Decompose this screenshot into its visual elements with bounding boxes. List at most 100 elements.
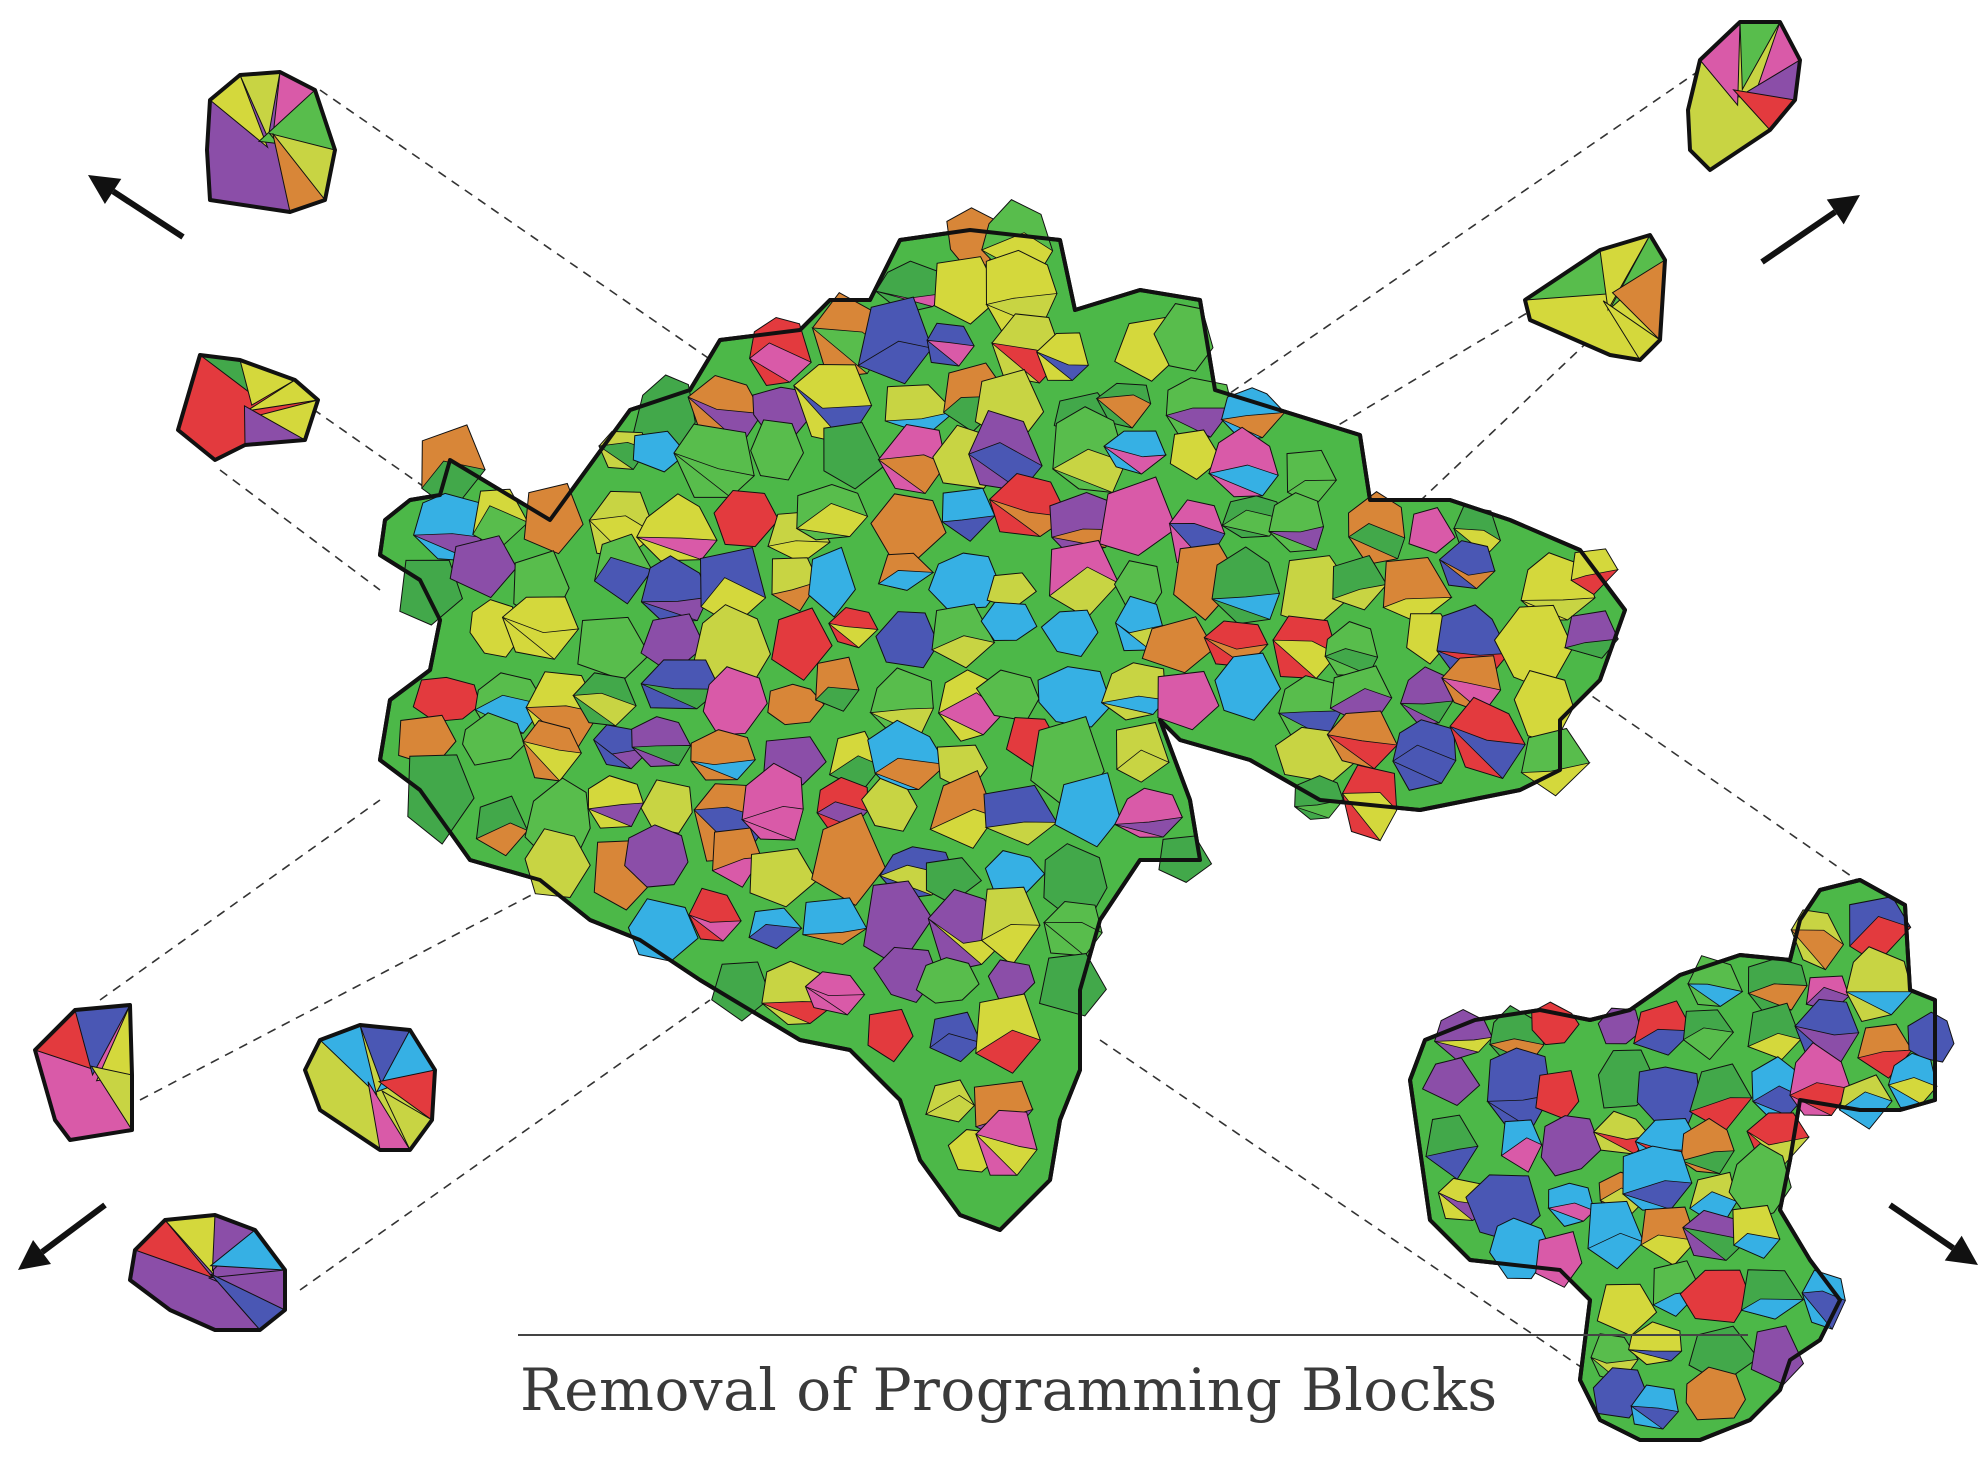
cell-facet — [1103, 445, 1168, 475]
cell-facet — [1331, 583, 1388, 611]
fragment-border — [176, 353, 320, 462]
fragment-border — [33, 1003, 134, 1142]
cell-facet — [766, 540, 832, 564]
cell-facet — [770, 580, 820, 612]
cell-facet — [748, 924, 803, 949]
cell-facet — [1095, 394, 1152, 429]
cluster-cell — [1157, 670, 1220, 731]
cell-facet — [1165, 407, 1234, 438]
cell-facet — [857, 340, 933, 385]
cell-facet — [1747, 983, 1808, 1011]
cell-facet — [640, 683, 722, 710]
cluster-cell — [808, 546, 856, 618]
cell-facet — [711, 856, 762, 888]
cell-facet — [795, 503, 869, 537]
cell-facet — [1520, 762, 1591, 797]
cell-facet — [1449, 725, 1526, 780]
cell-facet — [1114, 816, 1184, 838]
cell-facet — [980, 924, 1041, 966]
cell-facet — [1747, 1032, 1802, 1060]
cluster-cell — [711, 961, 772, 1022]
cluster-cell — [640, 779, 693, 834]
caption-title: Removal of Programming Blocks — [520, 1356, 1498, 1424]
cell-facet — [1547, 1202, 1595, 1222]
fragment-top-left-2 — [176, 353, 320, 462]
cell-facet — [593, 556, 653, 605]
cluster-cell — [449, 535, 518, 599]
cluster-cell — [412, 676, 481, 723]
cluster-cell — [928, 552, 1002, 610]
cell-facet — [1632, 1028, 1694, 1056]
cluster-cell — [915, 957, 980, 1004]
cell-facet — [1392, 744, 1457, 784]
guide-line — [1329, 239, 1651, 431]
cell-facet — [1520, 597, 1597, 621]
guide-line — [319, 89, 741, 381]
cluster-border — [1408, 878, 1937, 1442]
cell-facet — [748, 342, 812, 383]
cell-facet — [1887, 1077, 1938, 1105]
cell-facet — [1268, 526, 1325, 551]
cluster-cell — [713, 489, 780, 548]
cell-facet — [1048, 566, 1120, 619]
fragment-bottom-left-2 — [303, 1023, 437, 1152]
guide-line — [299, 399, 501, 541]
fragment-bottom-left-1 — [33, 1003, 134, 1142]
cluster-cell — [771, 607, 833, 681]
cell-facet — [1682, 1027, 1735, 1061]
cell-facet — [1801, 1290, 1846, 1330]
fragment-border — [205, 70, 337, 214]
cell-facet — [989, 499, 1070, 537]
cell-facet — [1400, 700, 1454, 724]
direction-arrows — [18, 175, 1978, 1270]
arrow-icon — [1888, 1202, 1978, 1265]
cluster-cell — [1540, 1115, 1602, 1177]
fragment-top-right-2 — [1523, 233, 1667, 362]
cluster-cell — [1038, 953, 1107, 1017]
cluster-cell — [1679, 1269, 1751, 1323]
arrow-icon — [1760, 195, 1860, 265]
cluster-cell — [1054, 772, 1121, 848]
cell-facet — [673, 452, 756, 498]
cell-facet — [1846, 991, 1914, 1016]
fragment-border — [303, 1023, 437, 1152]
cluster-bottom-right — [1408, 878, 1955, 1442]
cluster-cell — [1040, 609, 1099, 657]
cell-facet — [931, 635, 996, 669]
cluster-cell — [750, 419, 805, 481]
cell-facet — [1733, 1232, 1781, 1259]
cell-facet — [1211, 592, 1281, 620]
cell-facet — [828, 622, 879, 649]
cell-facet — [572, 692, 637, 727]
cell-facet — [1587, 1232, 1645, 1270]
cell-facet — [1452, 527, 1502, 556]
guide-line — [1219, 69, 1701, 401]
cell-facet — [1629, 1405, 1680, 1430]
cell-facet — [874, 757, 948, 791]
guide-line — [299, 999, 711, 1291]
cluster-cell — [1141, 616, 1215, 674]
cell-facet — [1101, 695, 1167, 715]
cell-facet — [802, 927, 867, 945]
cell-facet — [1116, 749, 1170, 783]
fragment-border — [1523, 233, 1667, 362]
cell-facet — [1434, 1036, 1494, 1053]
cell-facet — [924, 1094, 975, 1123]
cluster-cell — [823, 422, 885, 490]
cluster-cell — [811, 812, 886, 907]
cell-facet — [929, 1033, 982, 1062]
cluster-cell — [1169, 429, 1222, 481]
cell-facet — [941, 515, 996, 542]
cluster-cell — [1750, 1325, 1805, 1386]
cell-facet — [1286, 479, 1338, 507]
cell-facet — [814, 686, 860, 712]
cluster-cell — [462, 712, 526, 766]
cluster-cell — [861, 777, 918, 832]
cluster-cell — [407, 754, 475, 845]
cell-facet — [1686, 983, 1744, 1007]
cell-facet — [1220, 411, 1286, 439]
cell-facet — [641, 596, 709, 622]
cluster-cell — [1099, 476, 1177, 557]
cell-facet — [593, 739, 654, 770]
